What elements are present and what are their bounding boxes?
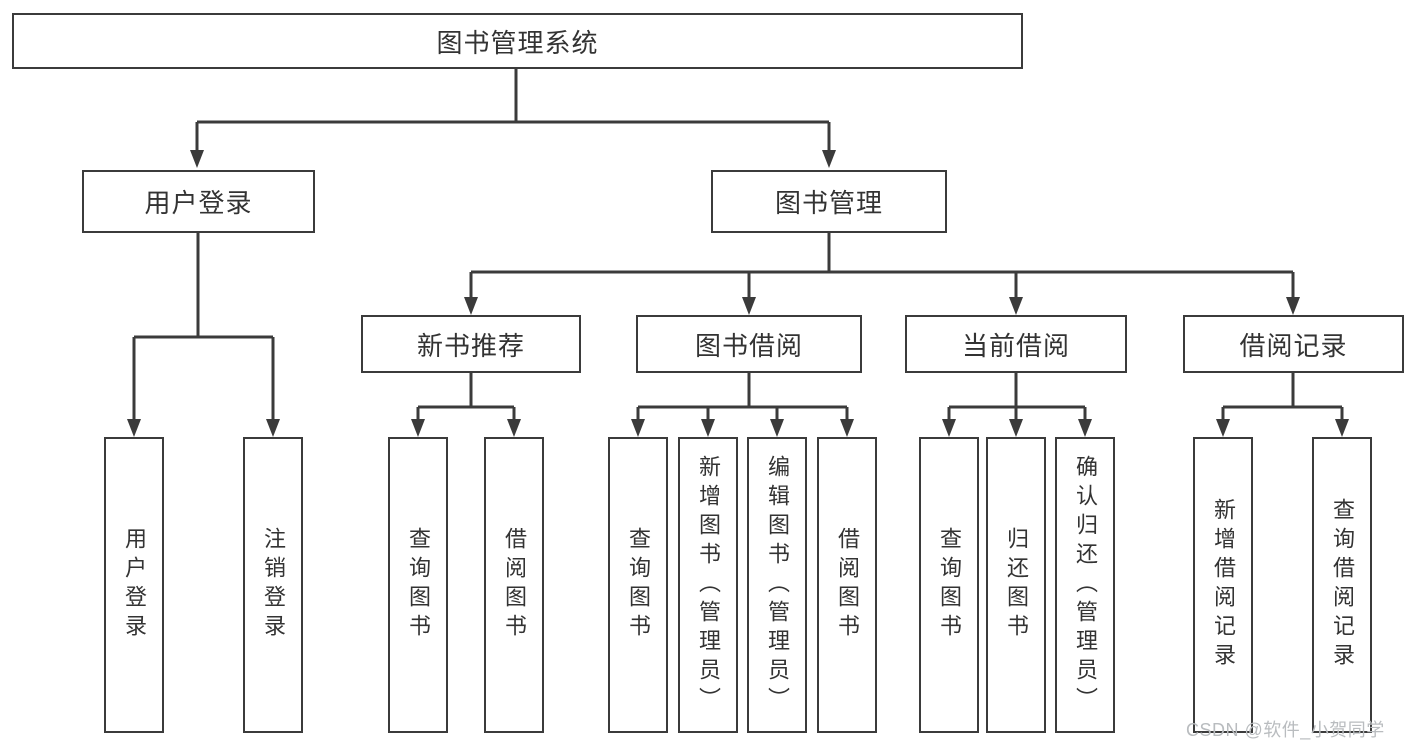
connector-user-login-children [127,233,280,437]
arrowhead-down [1216,419,1349,437]
node-new-book-recommend: 新书推荐 [361,315,581,373]
node-leaf-query-books-borrow: 查询图书 [608,437,668,733]
arrowhead-down [942,419,1092,437]
connector-current-borrow-children [942,373,1092,437]
node-leaf-label: 编辑图书（管理员） [765,454,790,716]
node-leaf-query-borrow-record: 查询借阅记录 [1312,437,1372,733]
node-current-borrow: 当前借阅 [905,315,1127,373]
connector-book-management-level3 [464,233,1300,315]
arrowhead-down [190,150,836,168]
tree-line [469,233,1295,300]
tree-line [636,373,849,421]
node-user-login: 用户登录 [82,170,315,233]
tree-line [416,373,516,421]
node-book-borrow-label: 图书借阅 [694,330,803,361]
node-leaf-borrow-books-recommend: 借阅图书 [484,437,544,733]
connector-book-borrow-children [631,373,854,437]
node-leaf-add-book-admin: 新增图书（管理员） [678,437,738,733]
node-user-login-label: 用户登录 [144,188,253,218]
node-borrow-records: 借阅记录 [1183,315,1404,373]
node-leaf-label: 借阅图书 [502,527,527,643]
node-borrow-records-label: 借阅记录 [1239,330,1348,361]
node-leaf-label: 查询图书 [406,527,431,643]
node-leaf-label: 归还图书 [1004,527,1029,643]
tree-line [1221,373,1344,421]
node-leaf-label: 新增借阅记录 [1211,498,1236,672]
node-leaf-logout: 注销登录 [243,437,303,733]
node-current-borrow-label: 当前借阅 [961,330,1070,361]
node-leaf-query-books-current: 查询图书 [919,437,979,733]
node-book-borrow: 图书借阅 [636,315,862,373]
node-leaf-borrow-books: 借阅图书 [817,437,877,733]
connector-new-book-children [411,373,521,437]
node-leaf-user-login: 用户登录 [104,437,164,733]
node-book-management: 图书管理 [711,170,947,233]
node-leaf-edit-book-admin: 编辑图书（管理员） [747,437,807,733]
arrowhead-down [464,297,1300,315]
tree-line [947,373,1087,421]
connector-root-to-level2 [190,69,836,168]
arrowhead-down [127,419,280,437]
node-root: 图书管理系统 [12,13,1023,69]
node-leaf-confirm-return-admin: 确认归还（管理员） [1055,437,1115,733]
node-leaf-label: 确认归还（管理员） [1073,454,1098,716]
node-leaf-add-borrow-record: 新增借阅记录 [1193,437,1253,733]
node-leaf-label: 借阅图书 [835,527,860,643]
node-leaf-query-books-recommend: 查询图书 [388,437,448,733]
csdn-watermark: CSDN @软件_小贺同学 [1186,720,1385,740]
tree-line [195,69,831,153]
node-leaf-label: 用户登录 [122,527,147,643]
node-leaf-label: 查询借阅记录 [1330,498,1355,672]
node-new-book-recommend-label: 新书推荐 [416,330,525,361]
arrowhead-down [411,419,521,437]
tree-line [132,233,275,421]
connector-borrow-records-children [1216,373,1349,437]
node-leaf-label: 查询图书 [937,527,962,643]
node-leaf-label: 新增图书（管理员） [696,454,721,716]
node-leaf-return-books: 归还图书 [986,437,1046,733]
node-root-label: 图书管理系统 [436,27,599,58]
node-leaf-label: 注销登录 [261,527,286,643]
node-leaf-label: 查询图书 [626,527,651,643]
arrowhead-down [631,419,854,437]
node-book-management-label: 图书管理 [774,188,883,218]
